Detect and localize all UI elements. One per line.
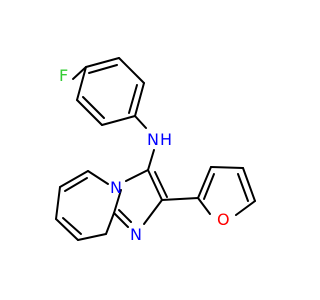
ring-bond-double [154,171,168,198]
ring-bond-double [203,173,215,200]
furan-ring [197,166,256,216]
ring-bond [125,169,149,182]
ring-bond [134,82,145,117]
ring-bond-double [82,96,105,119]
ring-bond [210,166,244,169]
ring-bond-double [62,217,82,235]
ring-bond [55,186,61,220]
bridge-nitrogen-label: N [110,178,122,197]
ring-bond-double [64,177,88,192]
ring-bond [85,57,120,68]
ring-bond [197,197,211,215]
ring-bond [101,115,136,126]
ring-bond [55,218,79,241]
ring-bond [76,99,103,126]
ring-bond [105,212,115,235]
ring-bond [87,170,109,185]
ring-bond [113,212,129,228]
ring-bond [113,189,122,214]
bond-core-furan [161,197,199,201]
molecule-structure: F N H N N O [55,57,256,244]
ring-bond-double [128,84,138,114]
amine-nitrogen-label: N [147,130,159,149]
molecule-canvas: F N H N N O [55,57,256,244]
imidazopyridine-ring [55,169,168,241]
ring-bond [242,167,256,202]
ring-bond [235,200,256,216]
ring-bond [77,233,107,241]
bond-ring-nh [134,115,147,129]
bond-f-c [72,66,87,80]
ring-bond [197,166,212,199]
bond-nh-c3 [147,149,155,171]
ring-bond [147,169,163,201]
ring-bond [76,66,87,101]
ring-bond [118,57,145,84]
fluorophenyl-ring [72,57,145,126]
ring-bond-double [88,64,118,74]
amine-hydrogen-label: H [160,130,172,149]
furan-oxygen-label: O [217,210,230,229]
ring-bond-double [237,173,249,202]
ring-bond [59,170,89,188]
ring-bond-double [118,209,132,223]
fluorine-atom-label: F [59,66,68,85]
imine-nitrogen-label: N [130,225,142,244]
ring-bond [143,199,163,225]
